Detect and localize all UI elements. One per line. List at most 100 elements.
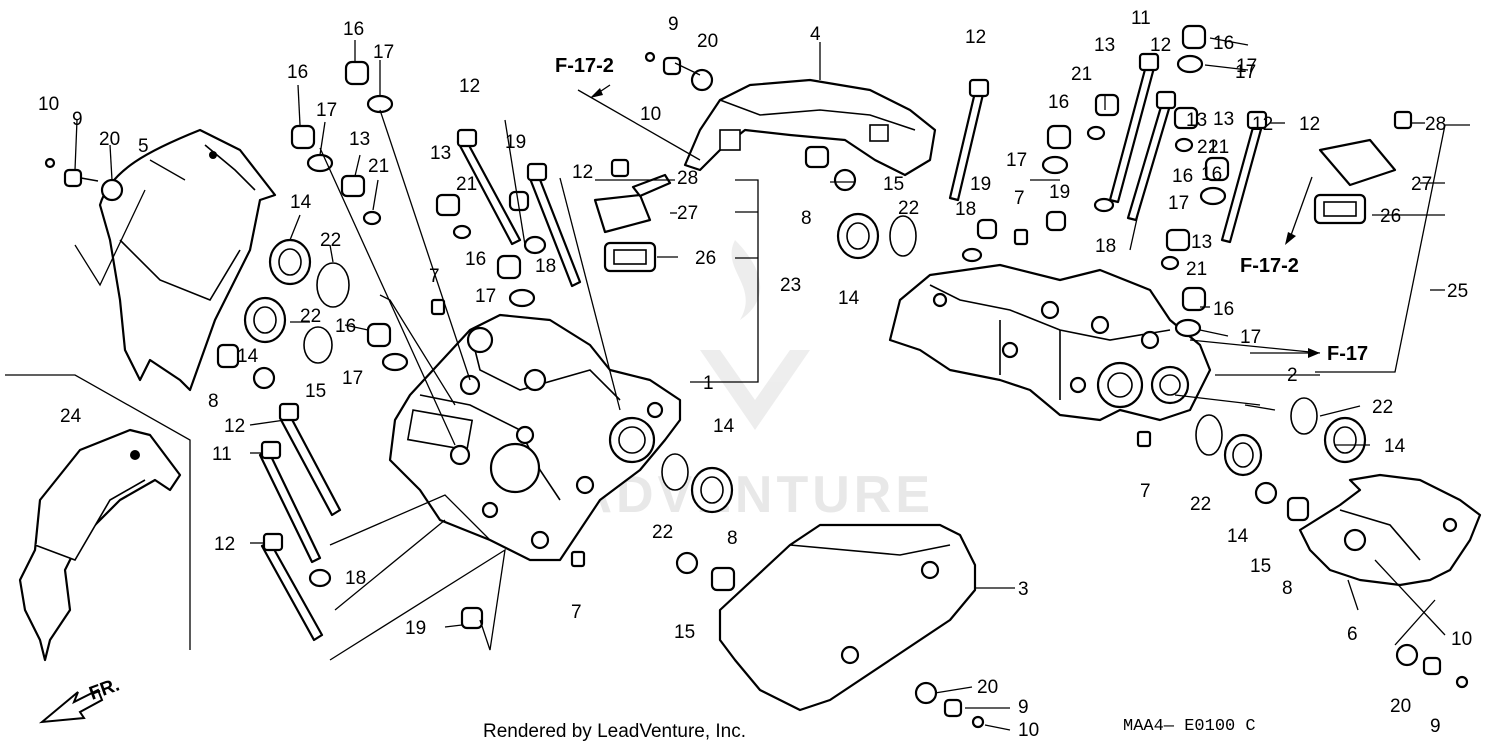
callout: 17 [1006, 150, 1027, 171]
callout: 21 [1208, 137, 1229, 158]
callout: 21 [368, 156, 389, 177]
callout: 14 [1384, 436, 1406, 457]
callout: 15 [1250, 556, 1271, 577]
callout: 22 [652, 522, 673, 543]
callout: 7 [1140, 481, 1151, 502]
reference-f-17: F-17 [1327, 343, 1368, 365]
callout: 16 [1213, 299, 1234, 320]
callout: 13 [430, 143, 451, 164]
callout: 13 [1213, 109, 1234, 130]
callout: 16 [343, 19, 364, 40]
callout: 17 [316, 100, 337, 121]
callout: 17 [1235, 62, 1256, 83]
callout: 28 [677, 168, 698, 189]
callout: 12 [965, 27, 986, 48]
callout: 17 [1236, 56, 1257, 77]
callout: 15 [674, 622, 695, 643]
head-cover-top [683, 78, 937, 177]
callout: 22 [898, 198, 919, 219]
callout-labels: 10 9 20 5 16 17 16 17 13 21 14 22 22 14 … [38, 8, 1472, 741]
front-direction-arrow: FR. [38, 674, 123, 724]
callout: 7 [571, 602, 582, 623]
callout: 16 [1048, 92, 1069, 113]
callout: 10 [1018, 720, 1039, 741]
callout: 26 [695, 248, 716, 269]
callout: 18 [1095, 236, 1116, 257]
heat-guard-left [18, 428, 182, 662]
callout: 20 [977, 677, 998, 698]
front-label: FR. [87, 674, 123, 704]
callout: 21 [1197, 137, 1218, 158]
callout: 13 [349, 129, 370, 150]
callout: 6 [1347, 624, 1358, 645]
callout: 2 [1287, 365, 1298, 386]
callout: 16 [1201, 164, 1222, 185]
callout: 20 [1390, 696, 1411, 717]
callout: 12 [214, 534, 235, 555]
callout: 17 [342, 368, 363, 389]
small-parts [44, 24, 1469, 729]
callout: 22 [300, 306, 321, 327]
leader-lines [74, 37, 1470, 731]
callout: 21 [456, 174, 477, 195]
callout: 9 [668, 14, 679, 35]
callout: 9 [1018, 697, 1029, 718]
callout: 22 [1372, 397, 1393, 418]
callout: 10 [38, 94, 59, 115]
reference-labels: F-17-2 F-17-2 F-17 [555, 55, 1368, 365]
callout: 20 [99, 129, 120, 150]
callout: 14 [290, 192, 312, 213]
callout: 12 [572, 162, 593, 183]
callout: 27 [677, 203, 698, 224]
callout: 19 [405, 618, 426, 639]
callout: 10 [640, 104, 661, 125]
callout: 21 [1071, 64, 1092, 85]
diagram-code: MAA4— E0100 C [1123, 717, 1256, 736]
callout: 24 [60, 406, 82, 427]
callout: 11 [212, 444, 232, 465]
callout: 4 [810, 24, 821, 45]
callout: 21 [1186, 259, 1207, 280]
callout: 14 [713, 416, 735, 437]
callout: 14 [237, 346, 259, 367]
callout: 8 [801, 208, 812, 229]
callout: 17 [373, 42, 394, 63]
callout: 17 [1168, 193, 1189, 214]
callout: 22 [320, 230, 341, 251]
callout: 16 [287, 62, 308, 83]
callout: 12 [1299, 114, 1320, 135]
callout: 13 [1186, 110, 1207, 131]
side-cover-left [98, 128, 277, 392]
callout: 10 [1451, 629, 1472, 650]
cylinder-head-front [388, 313, 682, 562]
callout: 19 [970, 174, 991, 195]
callout: 12 [1150, 35, 1171, 56]
callout: 1 [703, 373, 714, 394]
head-cover-bottom [718, 523, 977, 712]
callout: 16 [465, 249, 486, 270]
callout: 8 [208, 391, 219, 412]
callout: 8 [1282, 578, 1293, 599]
callout: 15 [305, 381, 326, 402]
callout: 16 [1213, 33, 1234, 54]
callout: 7 [1014, 188, 1025, 209]
cylinder-head-rear [888, 263, 1212, 422]
callout: 26 [1380, 206, 1401, 227]
callout: 23 [780, 275, 801, 296]
callout: 13 [1094, 35, 1115, 56]
callout: 11 [1131, 8, 1151, 29]
callout: 18 [955, 199, 976, 220]
callout: 9 [1430, 716, 1441, 737]
callout: 17 [1240, 327, 1261, 348]
callout: 7 [429, 266, 440, 287]
reference-f-17-2-right: F-17-2 [1240, 255, 1299, 277]
callout: 12 [224, 416, 245, 437]
callout: 28 [1425, 114, 1446, 135]
callout: 19 [505, 132, 526, 153]
callout: 16 [335, 316, 356, 337]
callout: 19 [1049, 182, 1070, 203]
callout: 27 [1411, 174, 1432, 195]
callout: 9 [72, 109, 83, 130]
callout: 8 [727, 528, 738, 549]
